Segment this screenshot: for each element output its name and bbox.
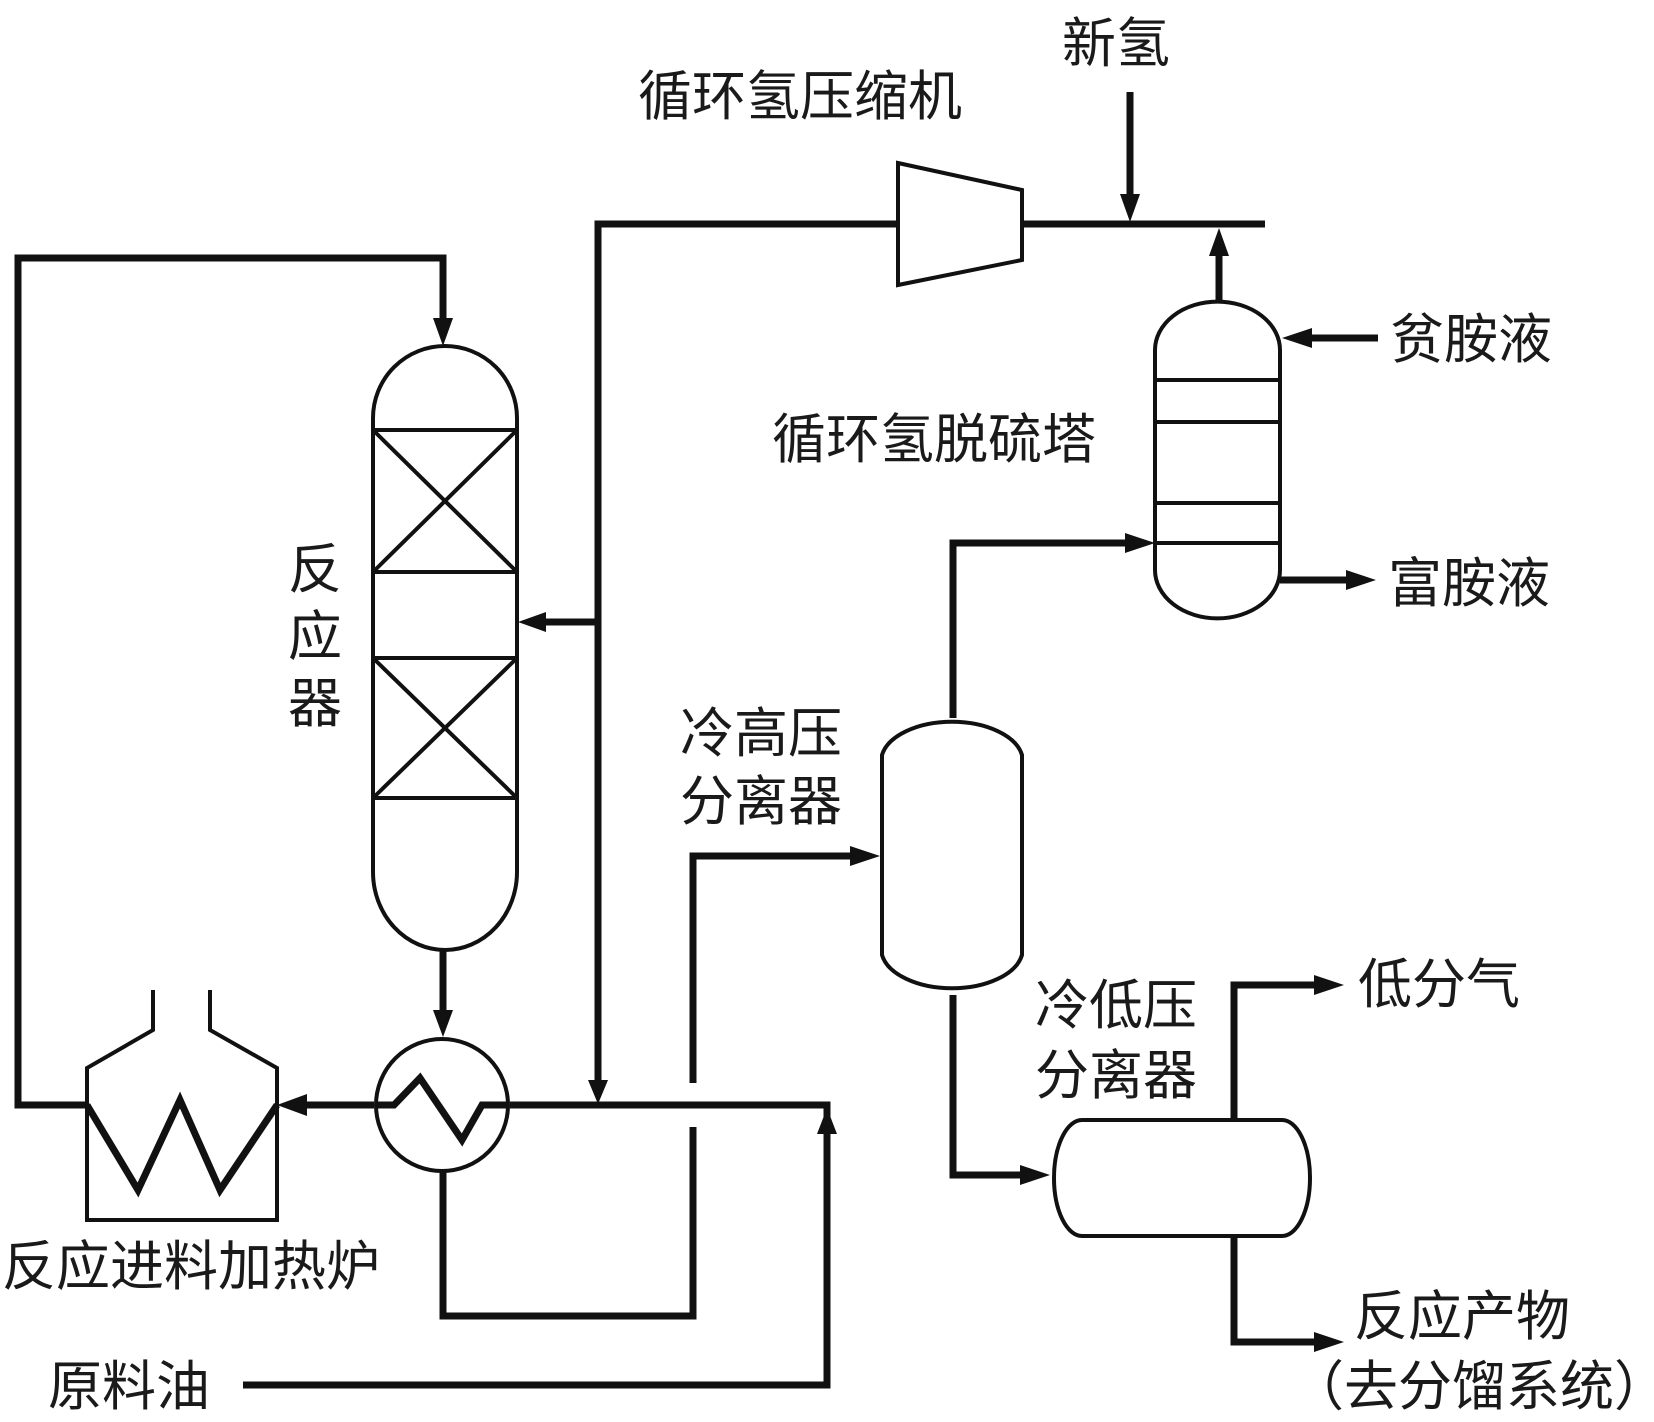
arrow-riser-down (588, 1080, 608, 1104)
arrow-rich-amine (1346, 570, 1376, 590)
label-low-pressure-gas: 低分气 (1358, 953, 1520, 1016)
pipe-main-header (243, 1101, 831, 1389)
label-lp-separator-2: 分离器 (1035, 1044, 1197, 1107)
pipe-compressor-to-riser (594, 220, 898, 1092)
label-lean-amine: 贫胺液 (1390, 308, 1552, 371)
arrow-product (1314, 1332, 1344, 1352)
label-reactor-3: 器 (288, 672, 342, 735)
cold-lp-separator (1052, 1118, 1312, 1238)
arrow-into-hps (850, 846, 880, 866)
arrow-feed-up (817, 1108, 837, 1134)
label-new-hydrogen: 新氢 (1062, 12, 1170, 75)
label-reactor-2: 应 (288, 605, 342, 668)
arrow-new-hydrogen (1120, 194, 1140, 222)
pipe-exchanger-to-hps-upper (689, 852, 862, 1083)
label-absorber: 循环氢脱硫塔 (772, 408, 1096, 471)
pipe-lps-product (1230, 1235, 1318, 1346)
label-recycle-compressor: 循环氢压缩机 (638, 65, 962, 128)
heat-exchanger (374, 1037, 510, 1173)
arrow-into-reactor-top (433, 318, 453, 346)
arrow-absorber-overhead (1209, 228, 1229, 256)
recycle-hydrogen-absorber (1153, 299, 1282, 621)
label-feed-oil: 原料油 (48, 1355, 210, 1418)
label-heater: 反应进料加热炉 (2, 1235, 380, 1298)
arrow-quench (518, 612, 546, 632)
label-rich-amine: 富胺液 (1388, 552, 1550, 615)
pipe-heater-to-reactor (14, 254, 447, 1109)
label-product-2: （去分馏系统） (1290, 1355, 1654, 1418)
arrow-into-heater (277, 1094, 307, 1116)
label-hp-separator-2: 分离器 (680, 770, 842, 833)
pipe-lps-gas (1230, 981, 1318, 1120)
cold-hp-separator (880, 719, 1024, 991)
recycle-compressor (896, 160, 1024, 288)
arrow-into-absorber (1125, 533, 1155, 553)
pipe-hps-to-absorber (949, 539, 1135, 718)
reaction-feed-heater (83, 990, 280, 1222)
pipe-hps-to-lps (949, 995, 1032, 1179)
label-reactor-1: 反 (288, 538, 342, 601)
arrow-lean-amine (1282, 328, 1312, 348)
arrow-into-exchanger (433, 1010, 453, 1037)
pipe-exchanger-to-hps-lower (439, 1127, 697, 1320)
label-product-1: 反应产物 (1354, 1285, 1570, 1348)
label-hp-separator-1: 冷高压 (680, 702, 842, 765)
arrow-into-lps (1020, 1165, 1050, 1185)
label-lp-separator-1: 冷低压 (1035, 974, 1197, 1037)
reactor (371, 344, 519, 952)
arrow-low-pressure-gas (1314, 975, 1344, 995)
